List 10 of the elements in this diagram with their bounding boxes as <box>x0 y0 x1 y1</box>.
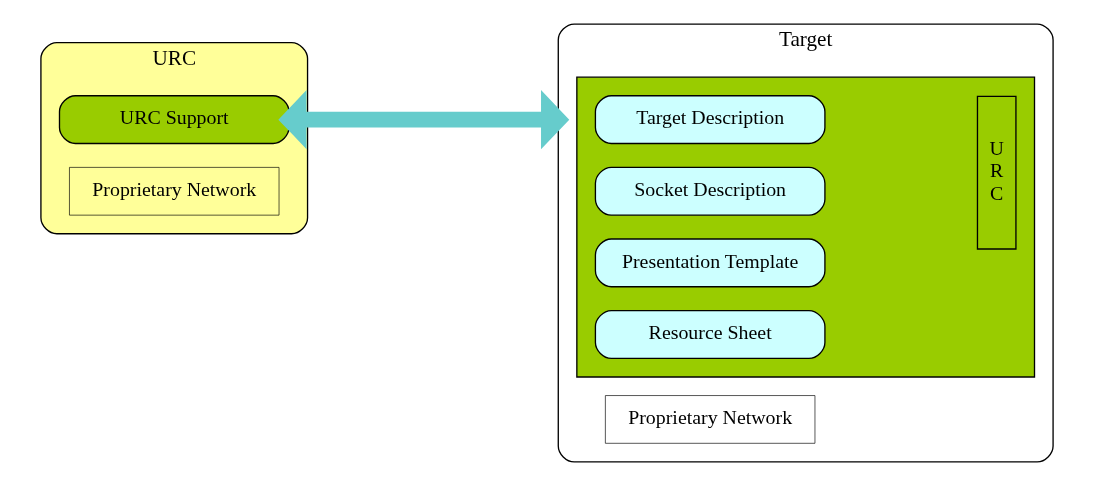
node-box: Presentation Template <box>594 238 826 288</box>
cluster <box>575 76 1035 378</box>
node-box: Resource Sheet <box>594 310 826 360</box>
node-box: URC Support <box>58 95 290 145</box>
node-box: Proprietary Network <box>604 395 815 444</box>
node-box: U R C <box>976 95 1017 250</box>
node-box: Socket Description <box>594 166 826 216</box>
node-box: Target Description <box>594 95 826 145</box>
node-box: Proprietary Network <box>68 167 279 216</box>
arrow <box>277 89 569 150</box>
